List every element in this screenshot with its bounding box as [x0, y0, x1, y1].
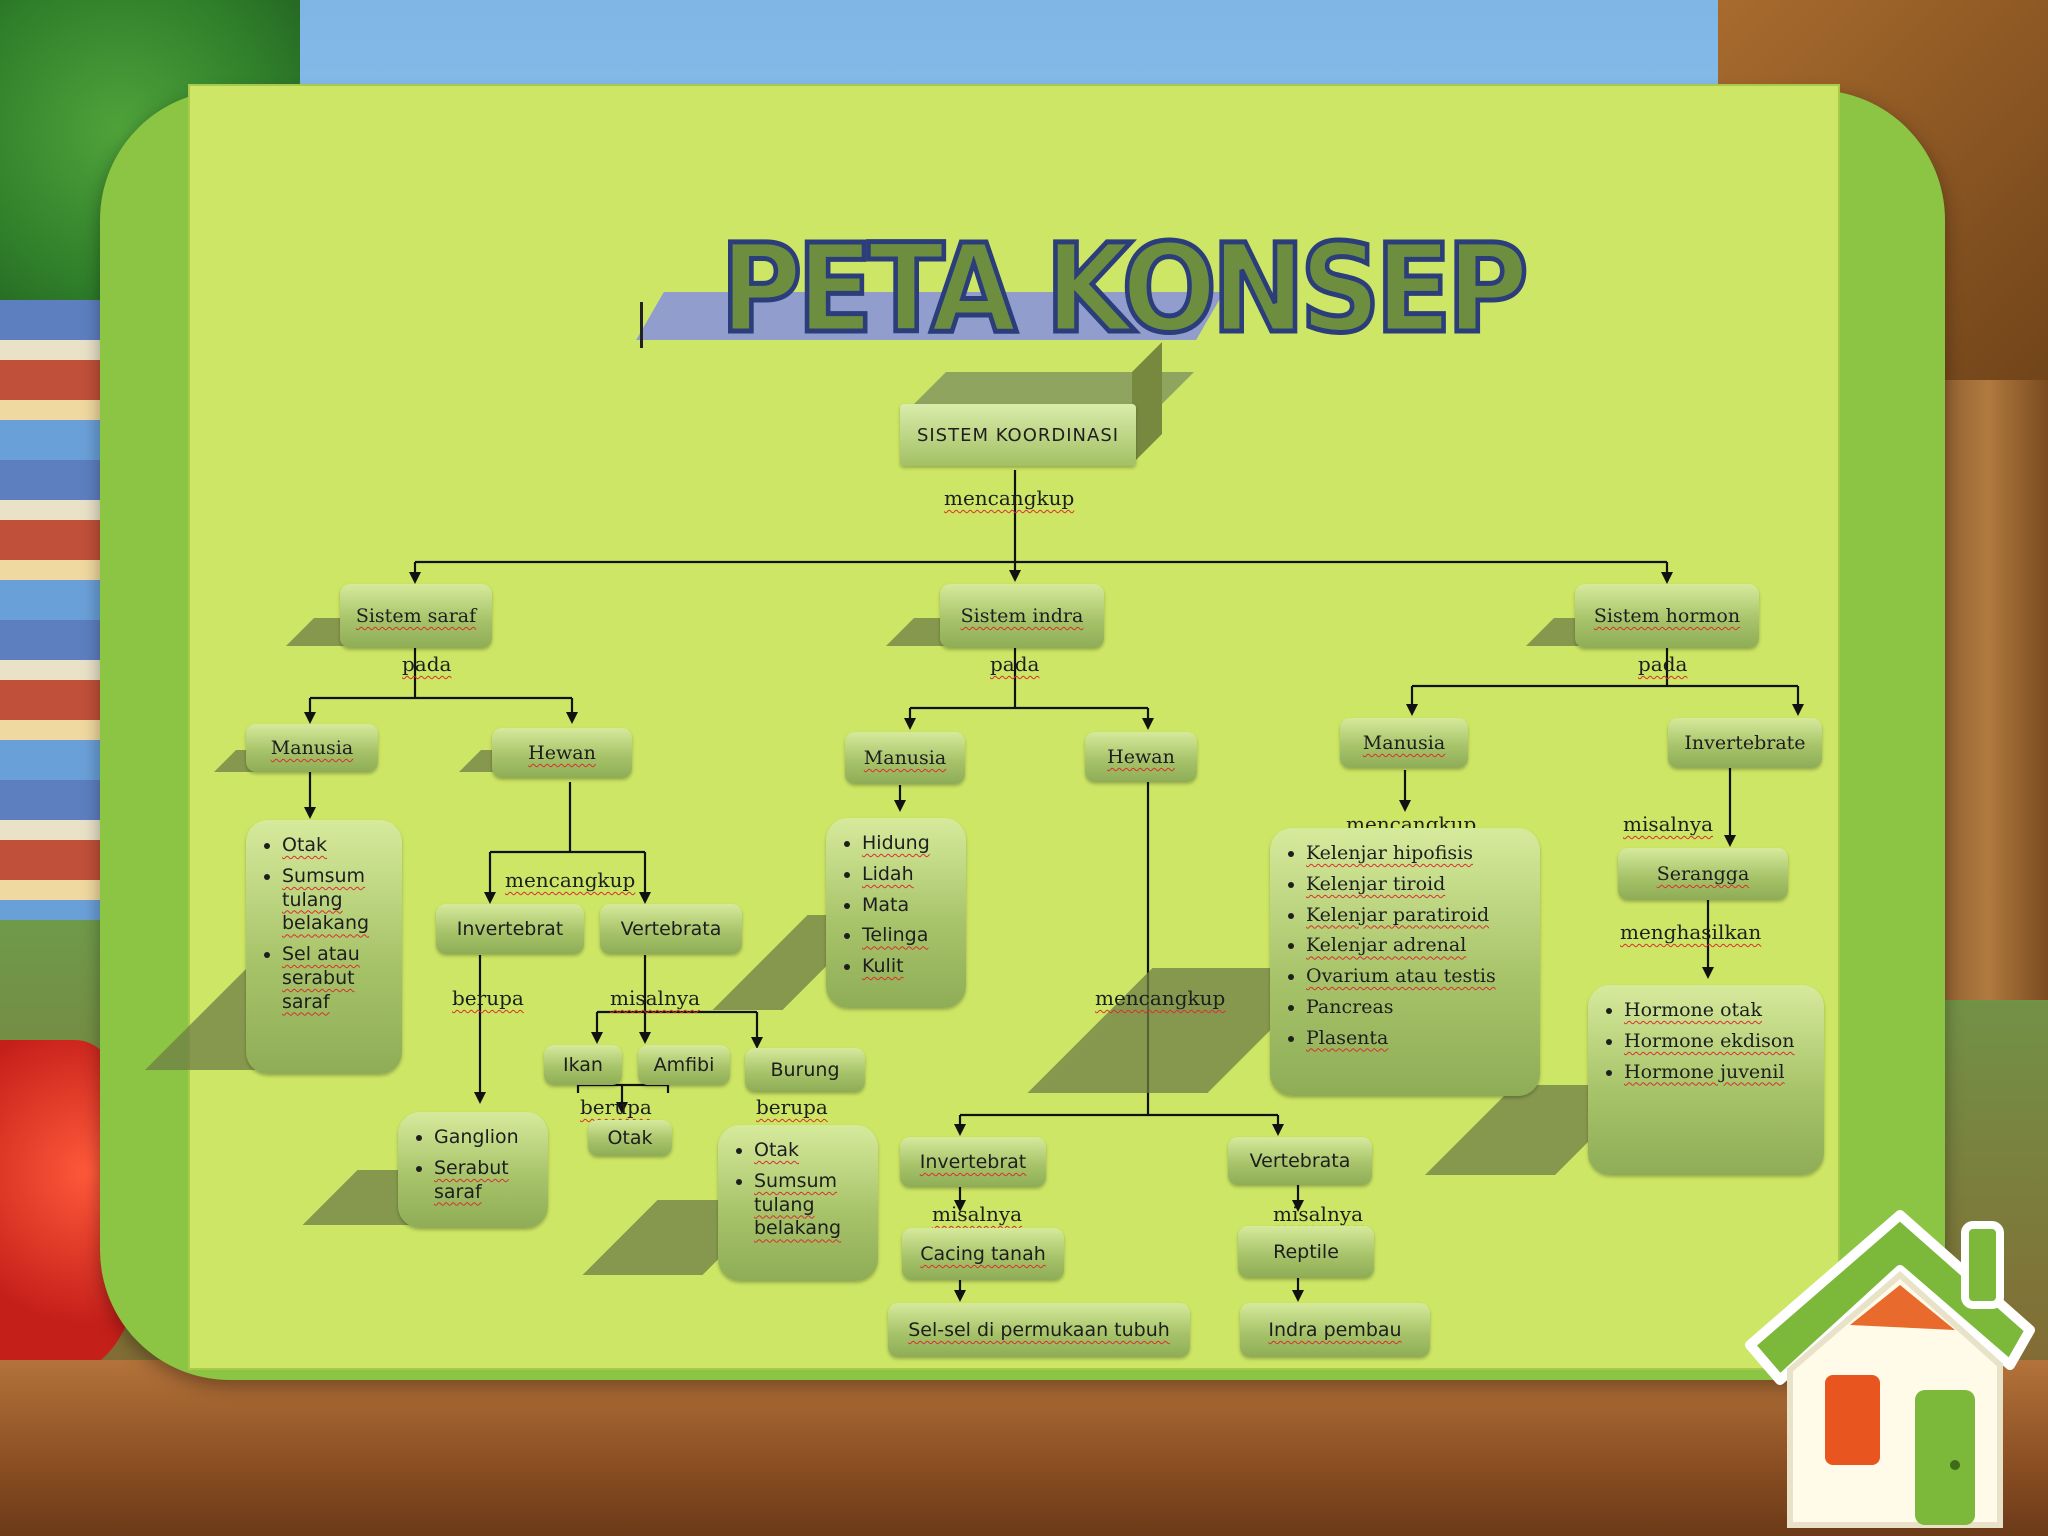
label-berupa-ikan-amfibi: berupa [580, 1095, 652, 1119]
background-trunk [1928, 380, 2048, 1000]
node-hewan-saraf: Hewan [492, 728, 632, 778]
label-misalnya-vertebrata-indra: misalnya [1273, 1202, 1364, 1226]
label-berupa-invertebrat: berupa [452, 986, 524, 1010]
list-item: Kulit [862, 955, 930, 979]
list-saraf-burung: Otak Sumsum tulang belakang [718, 1125, 878, 1281]
label-misalnya-invertebrat-indra: misalnya [932, 1202, 1023, 1226]
node-serangga: Serangga [1618, 848, 1788, 900]
node-vertebrata-saraf: Vertebrata [600, 904, 742, 954]
label-menghasilkan: menghasilkan [1620, 920, 1762, 944]
list-saraf-invertebrat: Ganglion Serabut saraf [398, 1112, 548, 1228]
list-hormon-serangga: Hormone otak Hormone ekdison Hormone juv… [1588, 985, 1824, 1175]
node-sel-sel: Sel-sel di permukaan tubuh [888, 1303, 1190, 1357]
page-title: PETA KONSEP [718, 218, 1531, 360]
list-item: Otak [754, 1139, 864, 1163]
node-manusia-indra: Manusia [845, 732, 965, 784]
list-item: Hormone juvenil [1624, 1061, 1795, 1085]
node-invertebrat-saraf: Invertebrat [436, 904, 584, 954]
list-hormon-manusia: Kelenjar hipofisis Kelenjar tiroid Kelen… [1270, 828, 1540, 1096]
list-item: Ganglion [434, 1126, 534, 1150]
list-item: Kelenjar hipofisis [1306, 842, 1496, 866]
list-item: Mata [862, 894, 930, 918]
list-item: Otak [282, 834, 388, 858]
text-cursor [640, 302, 643, 348]
node-otak: Otak [588, 1120, 672, 1156]
list-item: Telinga [862, 924, 930, 948]
node-indra-pembau: Indra pembau [1240, 1303, 1430, 1357]
label-misalnya-invertebrate: misalnya [1623, 812, 1714, 836]
list-item: Ovarium atau testis [1306, 965, 1496, 989]
node-hewan-indra: Hewan [1085, 732, 1197, 782]
label-mencangkup-root: mencangkup [944, 486, 1075, 510]
node-manusia-hormon: Manusia [1340, 718, 1468, 768]
background-table [0, 1360, 2048, 1536]
node-cacing-tanah: Cacing tanah [902, 1228, 1064, 1280]
node-burung: Burung [745, 1048, 865, 1092]
label-misalnya-vertebrata: misalnya [610, 986, 701, 1010]
list-item: Sel atau serabut saraf [282, 943, 388, 1014]
label-mencangkup-hewan: mencangkup [505, 868, 636, 892]
list-item: Sumsum tulang belakang [282, 865, 388, 936]
node-ikan: Ikan [544, 1045, 622, 1085]
node-manusia-saraf: Manusia [246, 724, 378, 772]
node-sistem-hormon: Sistem hormon [1575, 584, 1759, 648]
node-invertebrate-hormon: Invertebrate [1668, 718, 1822, 768]
list-item: Kelenjar adrenal [1306, 934, 1496, 958]
list-item: Kelenjar paratiroid [1306, 904, 1496, 928]
list-item: Hidung [862, 832, 930, 856]
list-item: Hormone otak [1624, 999, 1795, 1023]
list-item: Plasenta [1306, 1027, 1496, 1051]
list-indra-manusia: Hidung Lidah Mata Telinga Kulit [826, 818, 966, 1008]
node-sistem-indra: Sistem indra [940, 584, 1104, 648]
node-reptile: Reptile [1238, 1226, 1374, 1278]
list-item: Pancreas [1306, 996, 1496, 1020]
list-item: Serabut saraf [434, 1157, 534, 1205]
label-berupa-burung: berupa [756, 1095, 828, 1119]
root-node: SISTEM KOORDINASI [900, 404, 1136, 466]
background-books [0, 300, 110, 920]
node-amfibi: Amfibi [638, 1045, 730, 1085]
list-item: Hormone ekdison [1624, 1030, 1795, 1054]
label-mencangkup-hewan-indra: mencangkup [1095, 986, 1226, 1010]
node-sistem-saraf: Sistem saraf [340, 584, 492, 648]
label-pada-indra: pada [990, 652, 1040, 676]
list-item: Lidah [862, 863, 930, 887]
node-invertebrat-indra: Invertebrat [900, 1137, 1046, 1187]
label-pada-hormon: pada [1638, 652, 1688, 676]
list-item: Sumsum tulang belakang [754, 1170, 864, 1241]
list-item: Kelenjar tiroid [1306, 873, 1496, 897]
home-icon[interactable] [1730, 1195, 2048, 1536]
node-vertebrata-indra: Vertebrata [1228, 1137, 1372, 1185]
label-pada-saraf: pada [402, 652, 452, 676]
list-saraf-manusia: Otak Sumsum tulang belakang Sel atau ser… [246, 820, 402, 1074]
